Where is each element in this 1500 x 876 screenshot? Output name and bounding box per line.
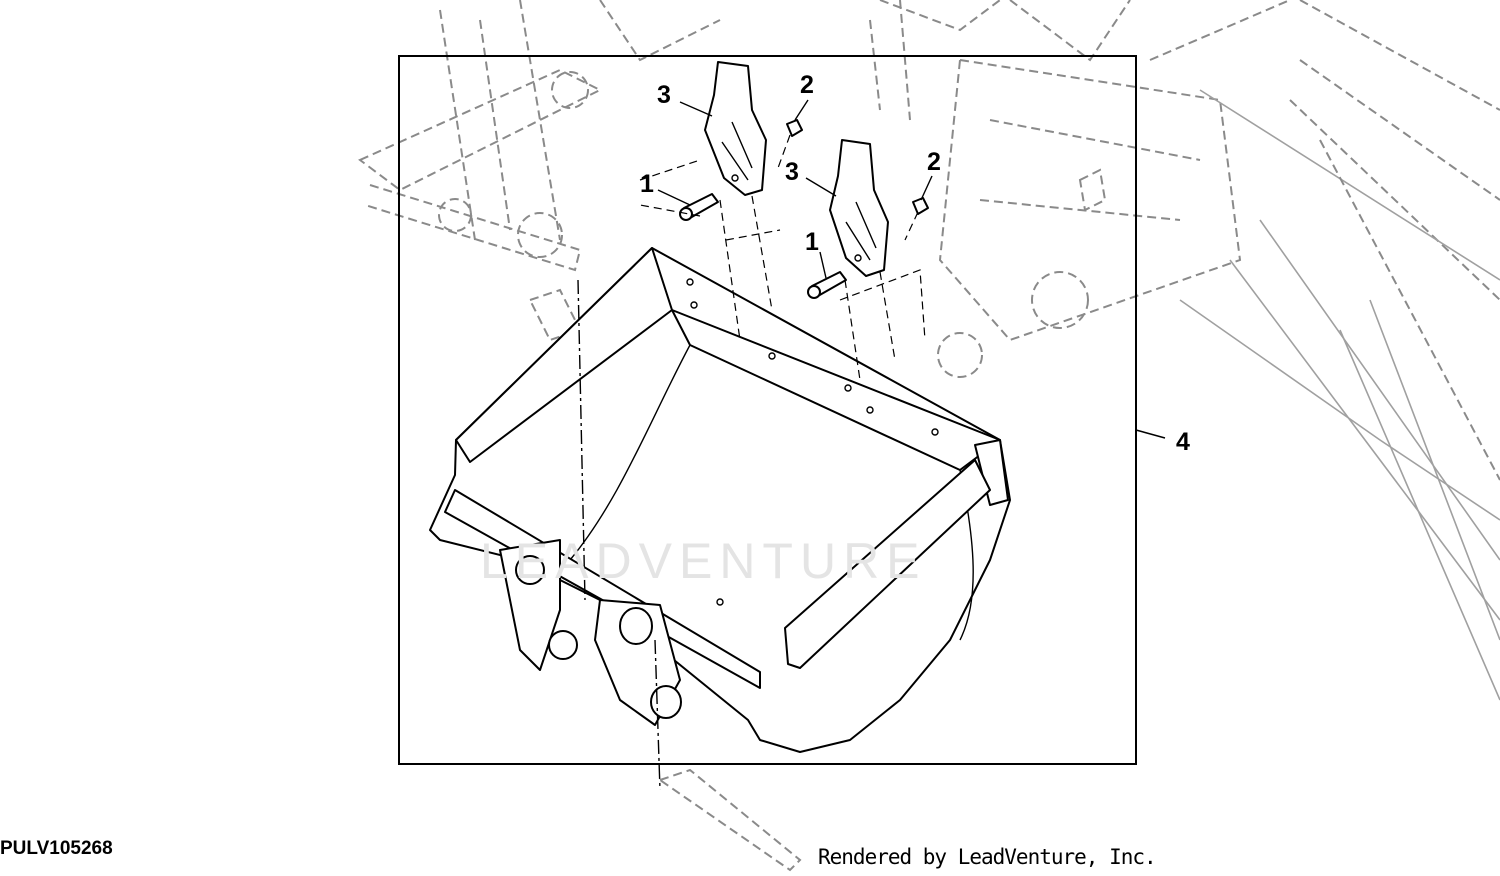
tooth-lower bbox=[829, 139, 889, 277]
callout-3-upper: 3 bbox=[657, 81, 671, 109]
assembly-frame bbox=[398, 55, 1137, 765]
background-machine bbox=[358, 0, 1500, 872]
bolt-lower bbox=[807, 271, 847, 299]
callout-2-lower: 2 bbox=[927, 148, 941, 176]
bucket bbox=[429, 247, 1011, 753]
nut-upper bbox=[786, 119, 803, 137]
render-credit: Rendered by LeadVenture, Inc. bbox=[818, 845, 1157, 869]
pin-centerline bbox=[577, 279, 661, 791]
tooth-upper bbox=[704, 61, 767, 196]
leader-lines bbox=[657, 99, 933, 279]
callout-1-upper: 1 bbox=[640, 170, 654, 198]
callout-2-upper: 2 bbox=[800, 71, 814, 99]
callout-1-lower: 1 bbox=[805, 228, 819, 256]
leader-line-4 bbox=[1135, 429, 1166, 439]
assembly-guide-lines bbox=[639, 134, 926, 381]
nut-lower bbox=[912, 197, 929, 215]
watermark: LEADVENTURE bbox=[480, 533, 927, 589]
callout-3-lower: 3 bbox=[785, 158, 799, 186]
callout-4: 4 bbox=[1176, 428, 1190, 456]
figure-id: PULV105268 bbox=[0, 838, 113, 859]
